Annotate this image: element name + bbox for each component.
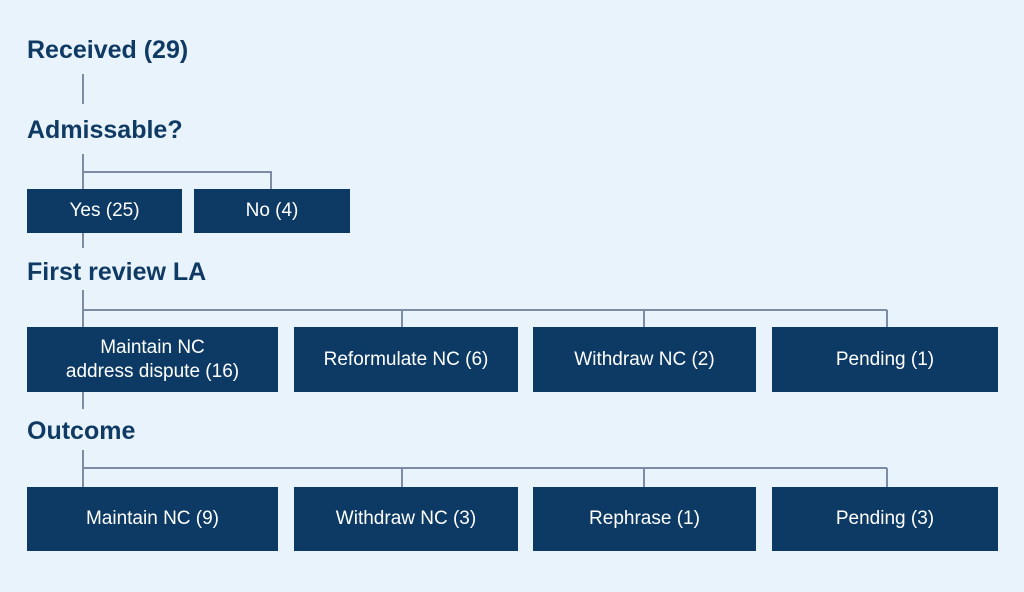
box-pending-first-label: Pending (1) xyxy=(835,348,935,370)
box-maintain-nc-line-2: address dispute (16) xyxy=(65,360,240,382)
box-withdraw-nc-first: Withdraw NC (2) xyxy=(533,327,756,392)
box-reformulate-nc-label: Reformulate NC (6) xyxy=(323,348,489,370)
box-withdraw-nc-outcome: Withdraw NC (3) xyxy=(294,487,518,551)
box-no-label: No (4) xyxy=(245,200,299,221)
connector-admissable-branch xyxy=(83,171,272,190)
box-maintain-nc-outcome: Maintain NC (9) xyxy=(27,487,278,551)
box-reformulate-nc: Reformulate NC (6) xyxy=(294,327,518,392)
box-maintain-nc-line-1: Maintain NC xyxy=(100,336,205,358)
box-maintain-nc-outcome-label: Maintain NC (9) xyxy=(85,508,220,529)
heading-first-review: First review LA xyxy=(27,258,207,286)
box-withdraw-nc-outcome-label: Withdraw NC (3) xyxy=(335,508,477,529)
box-rephrase: Rephrase (1) xyxy=(533,487,756,551)
box-rephrase-label: Rephrase (1) xyxy=(589,508,700,529)
box-pending-outcome-label: Pending (3) xyxy=(835,508,935,529)
heading-outcome: Outcome xyxy=(27,417,136,445)
box-maintain-nc-address-dispute: Maintain NC address dispute (16) xyxy=(27,327,278,392)
heading-received: Received (29) xyxy=(27,36,189,64)
box-withdraw-nc-first-label: Withdraw NC (2) xyxy=(574,348,715,370)
box-pending-first: Pending (1) xyxy=(772,327,998,392)
box-no: No (4) xyxy=(194,189,350,233)
box-yes: Yes (25) xyxy=(27,189,182,233)
box-yes-label: Yes (25) xyxy=(69,200,140,221)
box-pending-outcome: Pending (3) xyxy=(772,487,998,551)
heading-admissable: Admissable? xyxy=(27,116,183,144)
